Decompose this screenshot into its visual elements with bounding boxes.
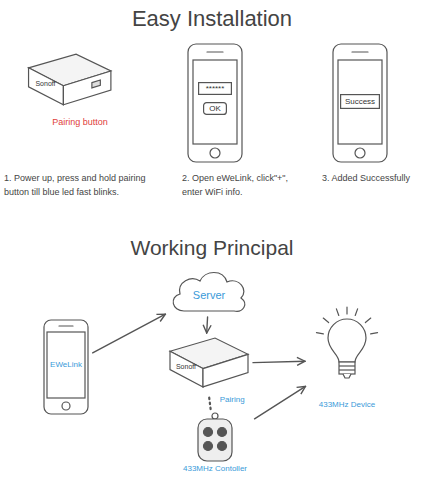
device-bulb: 433MHz Device <box>308 308 386 412</box>
node-text: Server <box>193 289 225 301</box>
flow-arrow <box>93 314 166 353</box>
step-caption: 2. Open eWeLink, click"+", enter WiFi in… <box>182 172 302 199</box>
ok-button: OK <box>203 102 227 115</box>
step-caption: 1. Power up, press and hold pairing butt… <box>4 172 172 199</box>
node-outline <box>308 308 386 412</box>
node-text: Sonoff <box>35 80 55 88</box>
pairing-link <box>209 395 211 409</box>
node-text: Success <box>345 98 375 107</box>
bridge-device: Sonoff <box>18 52 113 110</box>
phone-illustration <box>188 44 242 162</box>
phone-illustration <box>333 44 387 162</box>
flow-arrow <box>253 361 305 362</box>
node-text: Sonoff <box>176 363 196 371</box>
phone-app: EWeLink <box>42 318 90 416</box>
page-title: Easy Installation <box>0 6 424 32</box>
node-outline <box>18 52 113 110</box>
node-outline <box>160 336 250 392</box>
node-text: 433MHz Device <box>319 401 375 410</box>
node-text: 433MHz Contoller <box>183 465 247 474</box>
flow-arrow <box>206 317 208 333</box>
node-text: OK <box>209 105 221 114</box>
step-caption: 3. Added Successfully <box>322 172 422 186</box>
node-text: EWeLink <box>50 361 82 370</box>
part-label: Pairing button <box>30 116 130 130</box>
node-text: ****** <box>206 85 225 94</box>
edge-label: Pairing <box>218 395 247 404</box>
section-heading: Working Principal <box>0 232 424 264</box>
server-cloud: Server <box>168 268 250 314</box>
remote-controller: 433MHz Contoller <box>178 412 252 476</box>
password-field: ****** <box>198 82 232 95</box>
bridge-device: Sonoff <box>160 336 250 392</box>
flow-arrow <box>255 386 306 418</box>
success-box: Success <box>340 94 380 109</box>
